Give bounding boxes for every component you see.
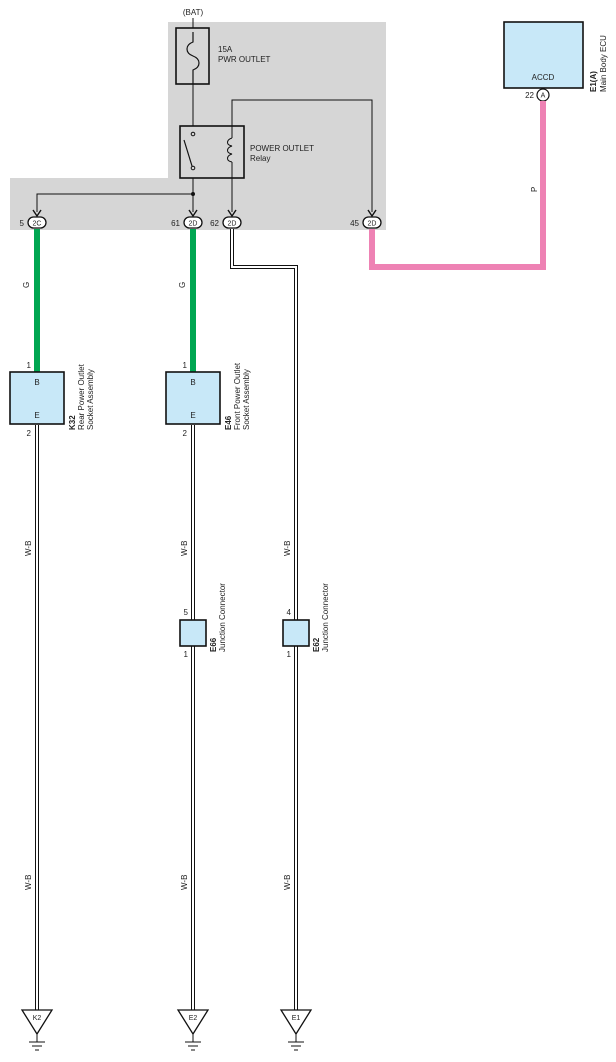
wire-color-wb-62-1: W-B [283, 541, 292, 556]
wire-color-wb-rear-1: W-B [24, 541, 33, 556]
jb-pin-2c-5: 2C 5 [20, 216, 47, 229]
junction-connector-e66 [179, 619, 207, 647]
wire-color-wb-62-2: W-B [283, 875, 292, 890]
relay-switch-icon [183, 139, 193, 167]
rear-socket-term-e: E [34, 411, 39, 420]
fuse-icon [186, 32, 200, 84]
relay-name-line2: Relay [250, 154, 270, 163]
e66-code: E66 [209, 637, 218, 652]
rear-socket-code: K32 [68, 415, 77, 430]
front-socket-pin-1: 1 [183, 361, 188, 370]
jb-pin-2d-62: 2D 62 [210, 216, 242, 229]
rear-socket-pin-2: 2 [27, 429, 32, 438]
ecu-name: Main Body ECU [599, 35, 608, 92]
rear-socket-pin-1: 1 [27, 361, 32, 370]
relay-name-line1: POWER OUTLET [250, 144, 314, 153]
front-socket-name-1: Front Power Outlet [233, 362, 242, 430]
ecu-terminal: ACCD [532, 73, 555, 82]
svg-text:2D: 2D [228, 221, 237, 228]
rear-socket-name-1: Rear Power Outlet [77, 363, 86, 430]
front-socket-code: E46 [224, 415, 233, 430]
relay-coil-icon [227, 137, 233, 163]
front-socket-pin-2: 2 [183, 429, 188, 438]
e66-pin-5: 5 [184, 608, 189, 617]
rear-socket-name-2: Socket Assembly [86, 369, 95, 430]
wire-color-g-rear: G [22, 282, 31, 288]
main-body-ecu [503, 21, 584, 89]
ecu-pin: 22 [525, 91, 534, 100]
svg-text:2D: 2D [368, 221, 377, 228]
ground-e1-icon: E1 [279, 1009, 313, 1051]
svg-text:5: 5 [20, 219, 25, 228]
rear-socket-term-b: B [34, 378, 39, 387]
e62-name: Junction Connector [321, 583, 330, 652]
pink-wire [369, 101, 546, 270]
ground-e2-icon: E2 [176, 1009, 210, 1051]
rear-power-outlet-socket [9, 371, 65, 425]
jb-pin-2d-61: 2D 61 [171, 216, 203, 229]
wire-color-wb-front-1: W-B [180, 541, 189, 556]
fuse-rating: 15A [218, 45, 233, 54]
relay-box [179, 125, 245, 179]
e62-pin-1: 1 [287, 650, 292, 659]
front-power-outlet-socket [165, 371, 221, 425]
ecu-connector-a: A [536, 88, 550, 102]
front-socket-term-b: B [190, 378, 195, 387]
svg-text:A: A [541, 93, 546, 100]
e62-pin-4: 4 [287, 608, 292, 617]
wire-color-wb-rear-2: W-B [24, 875, 33, 890]
ground-k2-icon: K2 [20, 1009, 54, 1051]
svg-text:E2: E2 [189, 1015, 198, 1022]
wire-color-wb-front-2: W-B [180, 875, 189, 890]
svg-text:2C: 2C [33, 221, 42, 228]
jb-pin-2d-45: 2D 45 [350, 216, 382, 229]
front-socket-name-2: Socket Assembly [242, 369, 251, 430]
front-socket-term-e: E [190, 411, 195, 420]
svg-text:K2: K2 [33, 1015, 42, 1022]
svg-text:61: 61 [171, 219, 180, 228]
fuse-name: PWR OUTLET [218, 55, 271, 64]
bat-label: (BAT) [183, 8, 204, 17]
e66-name: Junction Connector [218, 583, 227, 652]
junction-connector-e62 [282, 619, 310, 647]
e62-code: E62 [312, 637, 321, 652]
ecu-code: E1(A) [589, 71, 598, 92]
svg-text:2D: 2D [189, 221, 198, 228]
wire-color-p: P [530, 187, 539, 192]
e66-pin-1: 1 [184, 650, 189, 659]
wire-color-g-front: G [178, 282, 187, 288]
svg-text:62: 62 [210, 219, 219, 228]
svg-text:45: 45 [350, 219, 359, 228]
svg-text:E1: E1 [292, 1015, 301, 1022]
